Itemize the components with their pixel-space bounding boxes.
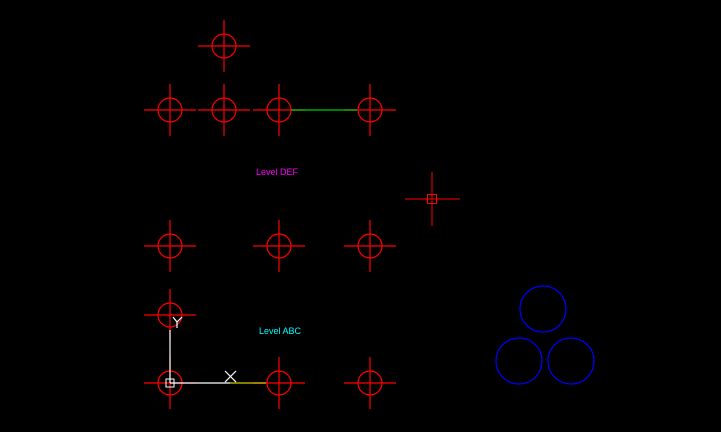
ucs-icon: [165, 316, 237, 388]
circle-icon[interactable]: [547, 337, 595, 385]
crosshair-pickbox: [427, 194, 437, 204]
level-def-label[interactable]: Level DEF: [256, 167, 299, 177]
circle-icon[interactable]: [519, 285, 567, 333]
ucs-y-glyph-left: [172, 316, 178, 323]
ucs-origin-box: [165, 378, 175, 388]
circle-icon[interactable]: [495, 337, 543, 385]
circle-cross-icon[interactable]: [198, 84, 250, 136]
circle-cross-icon[interactable]: [144, 84, 196, 136]
circle-cross-icon[interactable]: [344, 357, 396, 409]
ucs-x-glyph-b: [224, 370, 237, 383]
level-abc-label[interactable]: Level ABC: [259, 326, 302, 336]
circle-cross-icon[interactable]: [198, 20, 250, 72]
marker-group: [144, 20, 396, 409]
circle-cross-icon[interactable]: [344, 220, 396, 272]
blue-circle-group[interactable]: [495, 285, 595, 385]
circle-cross-icon[interactable]: [144, 220, 196, 272]
circle-cross-icon[interactable]: [253, 220, 305, 272]
cad-crosshair-icon[interactable]: [405, 172, 460, 226]
ucs-y-glyph-right: [176, 316, 183, 323]
